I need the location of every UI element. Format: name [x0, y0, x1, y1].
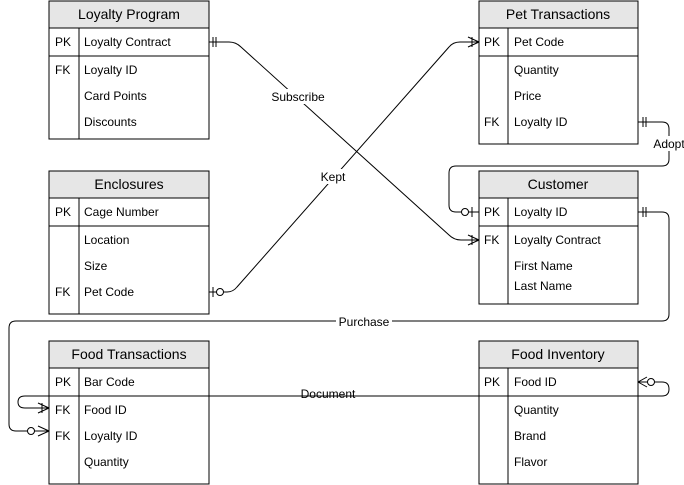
zero-or-many-marker	[637, 376, 655, 388]
field-label: Food ID	[84, 403, 127, 417]
key-label: PK	[55, 375, 71, 389]
field-label: Loyalty Contract	[84, 35, 171, 49]
field-label: Quantity	[514, 63, 559, 77]
entity-loyalty-program[interactable]: Loyalty Program PK Loyalty Contract FK L…	[48, 0, 210, 140]
field-label: Pet Code	[514, 35, 564, 49]
key-label: FK	[484, 233, 499, 247]
entity-food-inventory[interactable]: Food Inventory PK Food ID Quantity Brand…	[478, 340, 639, 485]
key-label: FK	[55, 403, 70, 417]
field-label: Loyalty ID	[84, 63, 138, 77]
entity-customer[interactable]: Customer PK Loyalty ID FK Loyalty Contra…	[478, 170, 639, 305]
key-label: FK	[55, 429, 70, 443]
entity-title: Loyalty Program	[78, 6, 180, 22]
zero-or-one-marker	[461, 207, 473, 217]
relationship-label-subscribe: Subscribe	[271, 90, 325, 104]
key-label: PK	[55, 205, 71, 219]
entity-food-transactions[interactable]: Food Transactions PK Bar Code FK Food ID…	[48, 340, 210, 485]
entity-pet-transactions[interactable]: Pet Transactions PK Pet Code Quantity Pr…	[478, 0, 639, 145]
entity-enclosures[interactable]: Enclosures PK Cage Number Location Size …	[48, 170, 210, 315]
key-label: FK	[55, 285, 70, 299]
field-label: Location	[84, 233, 129, 247]
field-label: Loyalty ID	[514, 115, 568, 129]
zero-or-one-marker	[212, 287, 224, 297]
zero-or-many-marker	[27, 425, 50, 437]
field-label: Cage Number	[84, 205, 159, 219]
key-label: PK	[484, 375, 500, 389]
key-label: PK	[484, 205, 500, 219]
relationship-label-document: Document	[301, 387, 356, 401]
field-label: Card Points	[84, 89, 147, 103]
field-label: Loyalty Contract	[514, 233, 601, 247]
field-label: Quantity	[514, 403, 559, 417]
relationship-label-kept: Kept	[321, 170, 346, 184]
key-label: PK	[55, 35, 71, 49]
field-label: Discounts	[84, 115, 137, 129]
entity-title: Enclosures	[94, 176, 163, 192]
one-only-marker	[642, 207, 647, 217]
one-or-many-marker	[37, 402, 50, 414]
entity-title: Food Inventory	[511, 346, 604, 362]
key-label: FK	[484, 115, 499, 129]
entity-title: Food Transactions	[71, 346, 186, 362]
field-label: Price	[514, 89, 542, 103]
relationship-label-purchase: Purchase	[339, 315, 390, 329]
key-label: PK	[484, 35, 500, 49]
field-label: Last Name	[514, 279, 572, 293]
field-label: Flavor	[514, 455, 547, 469]
one-or-many-marker	[467, 36, 480, 48]
field-label: Pet Code	[84, 285, 134, 299]
field-label: Loyalty ID	[514, 205, 568, 219]
adopt-connector	[448, 121, 670, 213]
relationship-label-adopt: Adopt	[653, 137, 684, 151]
entity-title: Pet Transactions	[506, 6, 610, 22]
field-label: Brand	[514, 429, 546, 443]
field-label: Bar Code	[84, 375, 135, 389]
field-label: Quantity	[84, 455, 129, 469]
one-only-marker	[212, 37, 217, 47]
entity-title: Customer	[528, 176, 589, 192]
kept-connector	[209, 41, 479, 293]
one-only-marker	[642, 117, 647, 127]
field-label: Loyalty ID	[84, 429, 138, 443]
field-label: First Name	[514, 259, 573, 273]
field-label: Size	[84, 259, 108, 273]
one-or-many-marker	[467, 234, 480, 246]
key-label: FK	[55, 63, 70, 77]
subscribe-connector	[209, 41, 479, 241]
field-label: Food ID	[514, 375, 557, 389]
